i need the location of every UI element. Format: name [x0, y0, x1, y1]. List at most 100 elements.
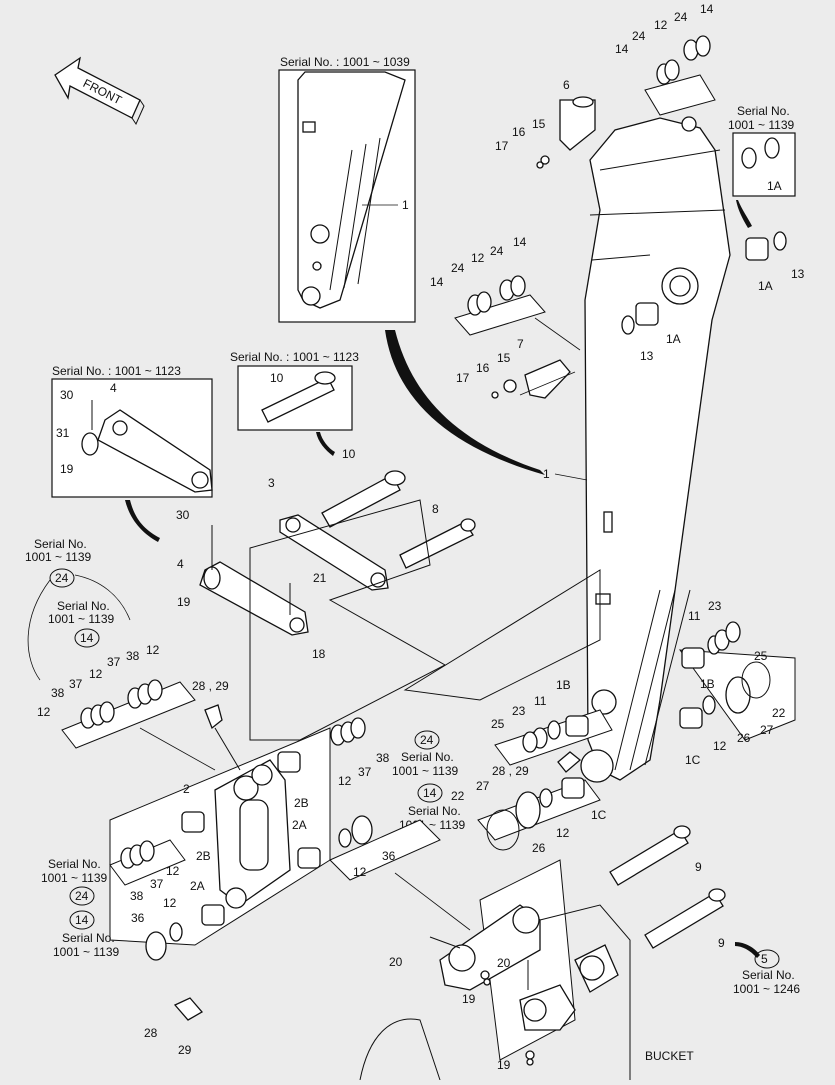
mid-14-serial-1: Serial No.	[408, 804, 461, 818]
callout-12-f: 12	[166, 864, 180, 878]
boom-end-upper-right: 11 23 25 1B 26 22 27 12 1C	[678, 599, 796, 767]
callout-2a: 2A	[292, 818, 307, 832]
low-14-serial-2: 1001 ~ 1139	[53, 945, 120, 959]
callout-10: 10	[342, 447, 356, 461]
callout-19-bucket: 19	[462, 992, 476, 1006]
callout-14-mid: 14	[513, 235, 527, 249]
callout-1b-right: 1B	[700, 677, 715, 691]
callout-23-b: 23	[512, 704, 526, 718]
callout-38-a: 38	[126, 649, 140, 663]
boom-bushings-top: 14 24 12 24 14	[615, 2, 716, 116]
link-3: 3	[268, 476, 389, 591]
left-14-serial-2: 1001 ~ 1139	[48, 612, 115, 626]
callout-8: 8	[432, 502, 439, 516]
callout-28-29: 28 , 29	[192, 679, 229, 693]
bucket-label: BUCKET	[645, 1049, 694, 1063]
callout-11: 11	[688, 609, 701, 623]
callout-5: 5	[761, 952, 768, 966]
low-14-serial-1: Serial No.	[62, 931, 115, 945]
callout-29: 29	[178, 1043, 192, 1057]
grease-fitting-top: 28 , 29	[192, 679, 241, 771]
callout-23: 23	[708, 599, 722, 613]
link2-right-seals: 12 37 38 24 Serial No. 1001 ~ 1139 14 Se…	[330, 717, 466, 832]
callout-2a-b: 2A	[190, 879, 205, 893]
callout-27-b: 27	[476, 779, 490, 793]
pin-8: 8	[399, 502, 476, 569]
pin-10: 10	[321, 447, 406, 528]
grease-fitting-bottom: 28 29	[144, 997, 204, 1057]
callout-14-top: 14	[700, 2, 714, 16]
callout-20: 20	[389, 955, 403, 969]
callout-12-d: 12	[338, 774, 352, 788]
boom-bushings-mid: 14 24 12 24 14	[430, 235, 546, 336]
callout-1a-right: 1A	[758, 279, 773, 293]
callout-24-mid2: 24	[420, 733, 434, 747]
left-24-serial-1: Serial No.	[34, 537, 87, 551]
mid-24-serial-1: Serial No.	[401, 750, 454, 764]
callout-9: 9	[695, 860, 702, 874]
callout-30: 30	[176, 508, 190, 522]
bush-inset-serial-2: 1001 ~ 1139	[728, 118, 795, 132]
callout-25-b: 25	[491, 717, 505, 731]
callout-2b-b: 2B	[294, 796, 309, 810]
left-14-serial-1: Serial No.	[57, 599, 110, 613]
bottom-right-serial-1: Serial No.	[742, 968, 795, 982]
callout-12-a: 12	[146, 643, 160, 657]
bushing-1a-left: 1A 13	[621, 302, 681, 363]
callout-24-low: 24	[75, 889, 89, 903]
link-inset-box: Serial No. : 1001 ~ 1123 30 4 31 19	[51, 364, 213, 498]
callout-1a-left: 1A	[666, 332, 681, 346]
callout-1-main: 1	[543, 467, 550, 481]
callout-1a-inset: 1A	[767, 179, 782, 193]
low-left-serial-1: Serial No.	[48, 857, 101, 871]
callout-12-i: 12	[556, 826, 570, 840]
low-left-serial-2: 1001 ~ 1139	[41, 871, 108, 885]
callout-28: 28	[144, 1026, 158, 1040]
callout-6: 6	[563, 78, 570, 92]
pin-inset-box: Serial No. : 1001 ~ 1123 10	[230, 350, 359, 431]
callout-36: 36	[382, 849, 396, 863]
callout-15: 15	[532, 117, 546, 131]
callout-13-right: 13	[791, 267, 805, 281]
callout-1b-left: 1B	[556, 678, 571, 692]
bushing-1a-right: 1A 13	[745, 231, 805, 293]
callout-4-inset: 4	[110, 381, 117, 395]
link-inset-serial: Serial No. : 1001 ~ 1123	[52, 364, 181, 378]
callout-1c-left: 1C	[591, 808, 607, 822]
callout-4: 4	[177, 557, 184, 571]
callout-12-mid: 12	[471, 251, 485, 265]
callout-31: 31	[56, 426, 70, 440]
callout-14-mid-b: 14	[430, 275, 444, 289]
callout-24-left: 24	[55, 571, 69, 585]
callout-19-link: 19	[177, 595, 191, 609]
callout-17: 17	[495, 139, 509, 153]
bucket: 20 19 20 19 BUCKET	[359, 859, 694, 1081]
callout-12-e: 12	[353, 865, 367, 879]
bucket-link-2: 2 2B 2B 2A 2A	[109, 727, 331, 946]
callout-14-mid2: 14	[423, 786, 437, 800]
callout-13-left: 13	[640, 349, 654, 363]
callout-2: 2	[183, 782, 190, 796]
callout-25: 25	[754, 649, 768, 663]
callout-37-b: 37	[69, 677, 83, 691]
callout-20-b: 20	[497, 956, 511, 970]
callout-9-b: 9	[718, 936, 725, 950]
callout-12-b: 12	[89, 667, 103, 681]
callout-14-low: 14	[75, 913, 89, 927]
callout-12-top: 12	[654, 18, 668, 32]
callout-26-b: 26	[532, 841, 546, 855]
callout-7: 7	[517, 337, 524, 351]
callout-17-b: 17	[456, 371, 470, 385]
callout-18: 18	[312, 647, 326, 661]
callout-28-29-b: 28 , 29	[492, 764, 529, 778]
boom-assembly: 1	[543, 116, 731, 783]
callout-16-b: 16	[476, 361, 490, 375]
pin-6-group: 6 15 16 17	[495, 78, 596, 169]
callout-2b: 2B	[196, 849, 211, 863]
boom-end-left: 1B 11 23 25 28 , 29 27 22 26 12 1C	[451, 678, 613, 855]
callout-19-inset: 19	[60, 462, 74, 476]
callout-24-top-b: 24	[632, 29, 646, 43]
callout-15-b: 15	[497, 351, 511, 365]
